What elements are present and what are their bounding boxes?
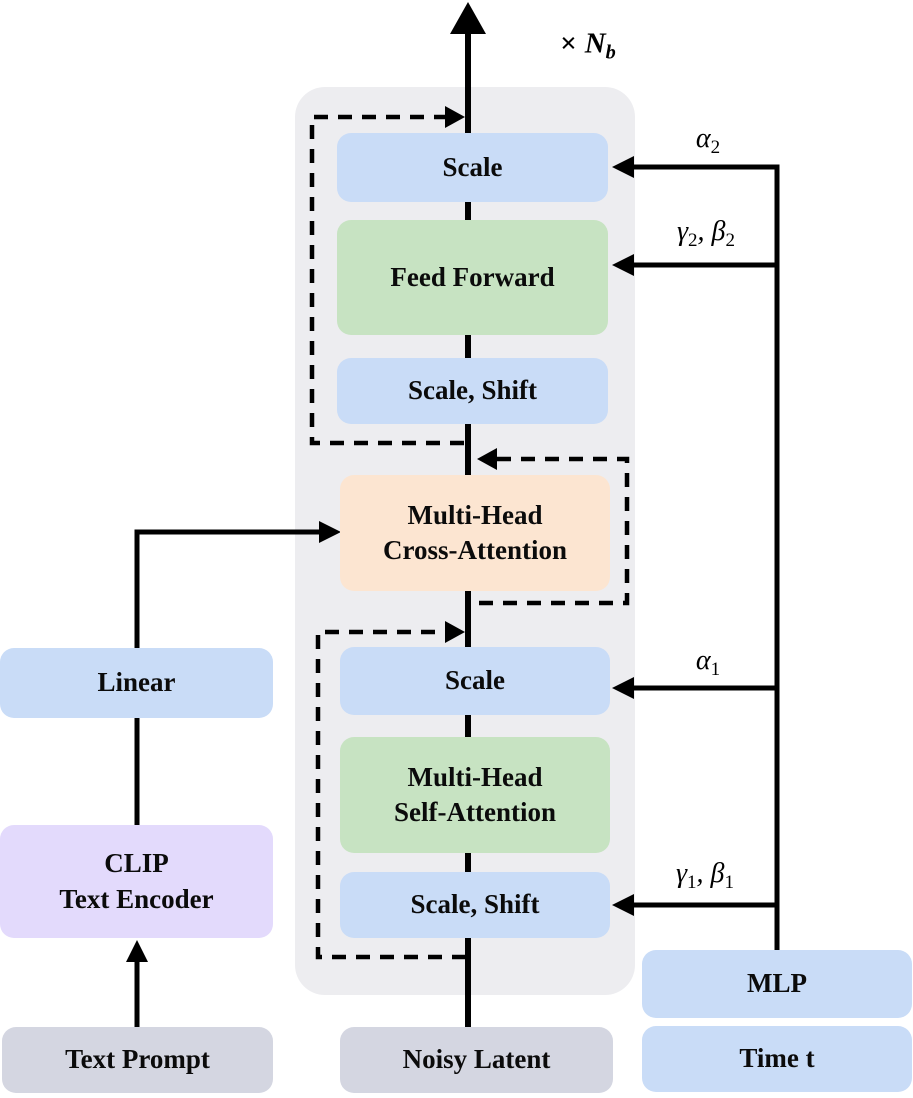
block-scale-top-label: Scale	[442, 151, 503, 182]
cross-attention-input-arrowhead	[319, 521, 341, 543]
block-clip-line1: CLIP	[104, 848, 169, 879]
block-cross-attention: Multi-Head Cross-Attention	[340, 475, 610, 591]
block-self-attention-line2: Self-Attention	[394, 797, 556, 827]
block-noisy-latent-label: Noisy Latent	[402, 1044, 551, 1075]
gamma-beta2-separator: ,	[697, 216, 712, 248]
beta2-base: β	[711, 216, 726, 248]
gamma2-sub: 2	[688, 229, 698, 251]
repeat-base: N	[584, 27, 606, 60]
block-time-t-label: Time t	[739, 1043, 815, 1074]
beta1-base: β	[710, 858, 725, 890]
block-mlp-label: MLP	[747, 968, 807, 999]
block-self-attention: Multi-Head Self-Attention	[340, 737, 610, 853]
block-self-attention-line1: Multi-Head	[407, 761, 543, 792]
residual-skip-ff-dashed	[309, 114, 464, 446]
gamma-beta2-arrowhead	[612, 254, 634, 276]
block-scale-top: Scale	[337, 133, 608, 202]
gamma2-base: γ	[676, 216, 689, 248]
text-condition-line	[134, 529, 322, 938]
label-alpha1: α1	[696, 645, 720, 681]
label-alpha2: α2	[696, 123, 720, 159]
gamma-beta1-arrowhead	[612, 894, 634, 916]
beta1-sub: 1	[724, 871, 735, 893]
alpha1-arrowhead	[612, 677, 634, 699]
block-time-t: Time t	[642, 1026, 912, 1092]
repeat-count-label: ×Nb	[560, 27, 616, 64]
gamma1-sub: 1	[687, 871, 697, 893]
repeat-subscript: b	[605, 41, 616, 64]
alpha1-base: α	[695, 645, 711, 677]
block-scale-shift-top-label: Scale, Shift	[407, 375, 537, 406]
residual-skip-cross-attn-arrowhead	[477, 448, 497, 470]
clip-input-arrowhead	[126, 940, 148, 962]
alpha2-arrowhead	[612, 156, 634, 178]
block-linear: Linear	[0, 648, 273, 718]
residual-skip-self-attn-arrowhead	[445, 621, 465, 643]
label-gamma-beta2: γ2, β2	[677, 216, 735, 252]
output-arrowhead	[450, 2, 486, 34]
gamma-beta1-separator: ,	[696, 858, 711, 890]
block-mlp: MLP	[642, 950, 912, 1018]
gamma1-base: γ	[675, 858, 688, 890]
block-feed-forward-label: Feed Forward	[390, 261, 555, 292]
block-text-prompt: Text Prompt	[2, 1027, 273, 1093]
alpha1-sub: 1	[710, 658, 721, 680]
block-clip-text-encoder: CLIP Text Encoder	[0, 825, 273, 938]
alpha2-sub: 2	[710, 136, 721, 158]
alpha2-base: α	[695, 123, 711, 155]
block-scale-mid: Scale	[340, 647, 610, 715]
block-scale-shift-bottom: Scale, Shift	[340, 872, 610, 938]
label-gamma-beta1: γ1, β1	[676, 858, 734, 894]
beta2-sub: 2	[725, 229, 736, 251]
block-text-prompt-label: Text Prompt	[65, 1044, 210, 1075]
block-linear-label: Linear	[97, 667, 176, 698]
multiply-sign: ×	[560, 27, 577, 60]
block-clip-line2: Text Encoder	[59, 883, 214, 914]
block-scale-shift-top: Scale, Shift	[337, 358, 608, 424]
block-feed-forward: Feed Forward	[337, 220, 608, 335]
residual-skip-self-attn-dashed	[315, 629, 466, 960]
residual-skip-ff-arrowhead	[445, 106, 465, 128]
block-cross-attention-line2: Cross-Attention	[383, 535, 567, 565]
block-noisy-latent: Noisy Latent	[340, 1027, 613, 1093]
residual-skip-cross-attn-dashed	[470, 456, 630, 606]
conditioning-trunk-line	[634, 164, 780, 950]
block-cross-attention-line1: Multi-Head	[407, 499, 543, 530]
block-scale-mid-label: Scale	[445, 665, 505, 696]
block-scale-shift-bottom-label: Scale, Shift	[410, 889, 540, 920]
